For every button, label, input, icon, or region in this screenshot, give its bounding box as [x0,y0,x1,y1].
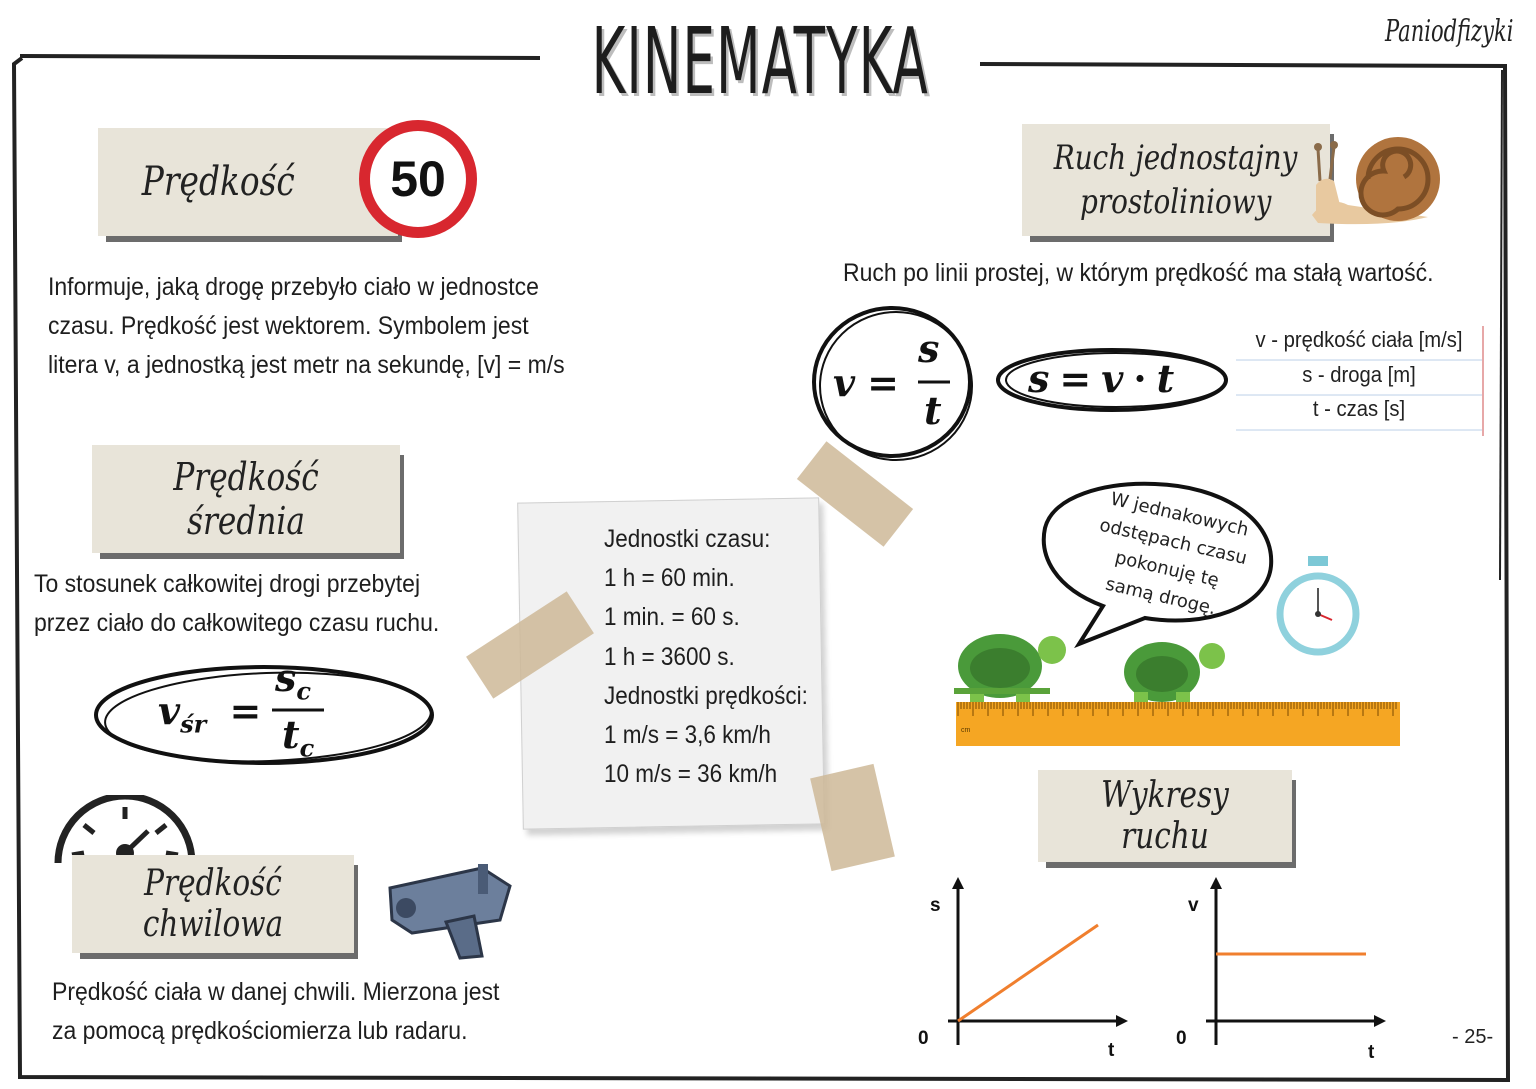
chart-s-origin: 0 [918,1028,929,1049]
predkosc-banner: Prędkość [98,128,398,236]
radar-gun-icon [388,864,512,960]
chart-s-xlabel: t [1108,1040,1115,1061]
formula2: s=v·t [1028,356,1175,401]
ruch-description: Ruch po linii prostej, w którym prędkość… [843,259,1434,287]
formula1-lhs: v= [833,360,899,405]
legend-v: v - prędkość ciała [m/s] [1255,327,1463,352]
speed-limit-value: 50 [390,151,446,207]
formula1-circle [812,306,973,461]
text-line: za pomocą prędkościomierza lub radaru. [52,1017,468,1045]
text-line: Prędkość ciała w danej chwili. Mierzona … [52,978,500,1006]
ruch-banner: Ruch jednostajny prostoliniowy [1022,124,1330,236]
ruler: cm [956,702,1400,746]
chart-s-line [957,923,1099,1023]
snail-icon [1312,137,1440,225]
turtle-icon [1124,642,1225,706]
formula-lhs: v [158,688,181,733]
formula2-ellipse [996,348,1228,412]
srednia-formula: vśr = [158,688,262,739]
turtle-icon [954,634,1066,706]
speedometer-icon [54,795,196,864]
ruch-heading-line1: Ruch jednostajny [1054,138,1298,178]
chart-v-xlabel: t [1368,1042,1375,1063]
srednia-denominator: tc [282,712,315,763]
legend-lined-paper [1236,326,1484,436]
formula-lhs-sub: śr [180,709,207,739]
chart-v-t [1206,877,1386,1045]
units-line: 1 h = 60 min. [604,564,735,593]
chwilowa-text: Prędkość ciała w danej chwili. Mierzona … [52,973,499,1051]
predkosc-heading: Prędkość [141,159,295,205]
predkosc-text: Informuje, jaką drogę przebyło ciało w j… [48,268,565,385]
srednia-formula-ellipse [94,665,434,765]
chwilowa-heading: Prędkość chwilowa [142,863,284,945]
page-number: - 25- [1452,1026,1494,1048]
text-line: czasu. Prędkość jest wektorem. Symbolem … [48,312,529,340]
units-line: Jednostki prędkości: [604,681,808,710]
stopwatch-icon [1276,556,1360,656]
text-line: To stosunek całkowitej drogi przebytej [34,570,421,598]
srednia-banner: Prędkość średnia [92,445,400,553]
legend-s: s - droga [m] [1302,362,1416,387]
ruch-heading-line2: prostoliniowy [1080,182,1272,222]
wykresy-heading: Wykresy ruchu [1101,775,1229,857]
chart-s-ylabel: s [930,895,941,916]
units-line: 1 min. = 60 s. [604,603,740,632]
text-line: litera v, a jednostką jest metr na sekun… [48,351,565,379]
legend-t: t - czas [s] [1312,396,1406,421]
srednia-text: To stosunek całkowitej drogi przebytej p… [34,565,439,643]
srednia-heading: Prędkość średnia [173,455,319,543]
speech-bubble [1041,481,1274,648]
units-line: 1 m/s = 3,6 km/h [604,721,771,750]
chwilowa-banner: Prędkość chwilowa [72,855,354,953]
text-line: przez ciało do całkowitego czasu ruchu. [34,609,440,637]
units-line: 10 m/s = 36 km/h [604,760,778,789]
units-line: 1 h = 3600 s. [604,642,735,671]
chart-v-origin: 0 [1176,1028,1187,1049]
wykresy-banner: Wykresy ruchu [1038,770,1292,862]
units-list: Jednostki czasu: 1 h = 60 min. 1 min. = … [604,520,808,794]
formula1-denominator: t [924,388,942,433]
speed-limit-sign-icon: 50 [359,120,477,238]
chart-s-t [948,877,1128,1045]
srednia-numerator: sc [275,655,312,706]
chart-v-ylabel: v [1188,895,1199,916]
formula1-numerator: s [918,326,940,371]
units-line: Jednostki czasu: [604,525,771,553]
ruler-unit-label: cm [961,727,971,734]
page-title: KINEMATYKA [591,8,929,115]
brand-logo: Paniodfizyki [1385,14,1514,49]
text-line: Informuje, jaką drogę przebyło ciało w j… [48,273,539,301]
